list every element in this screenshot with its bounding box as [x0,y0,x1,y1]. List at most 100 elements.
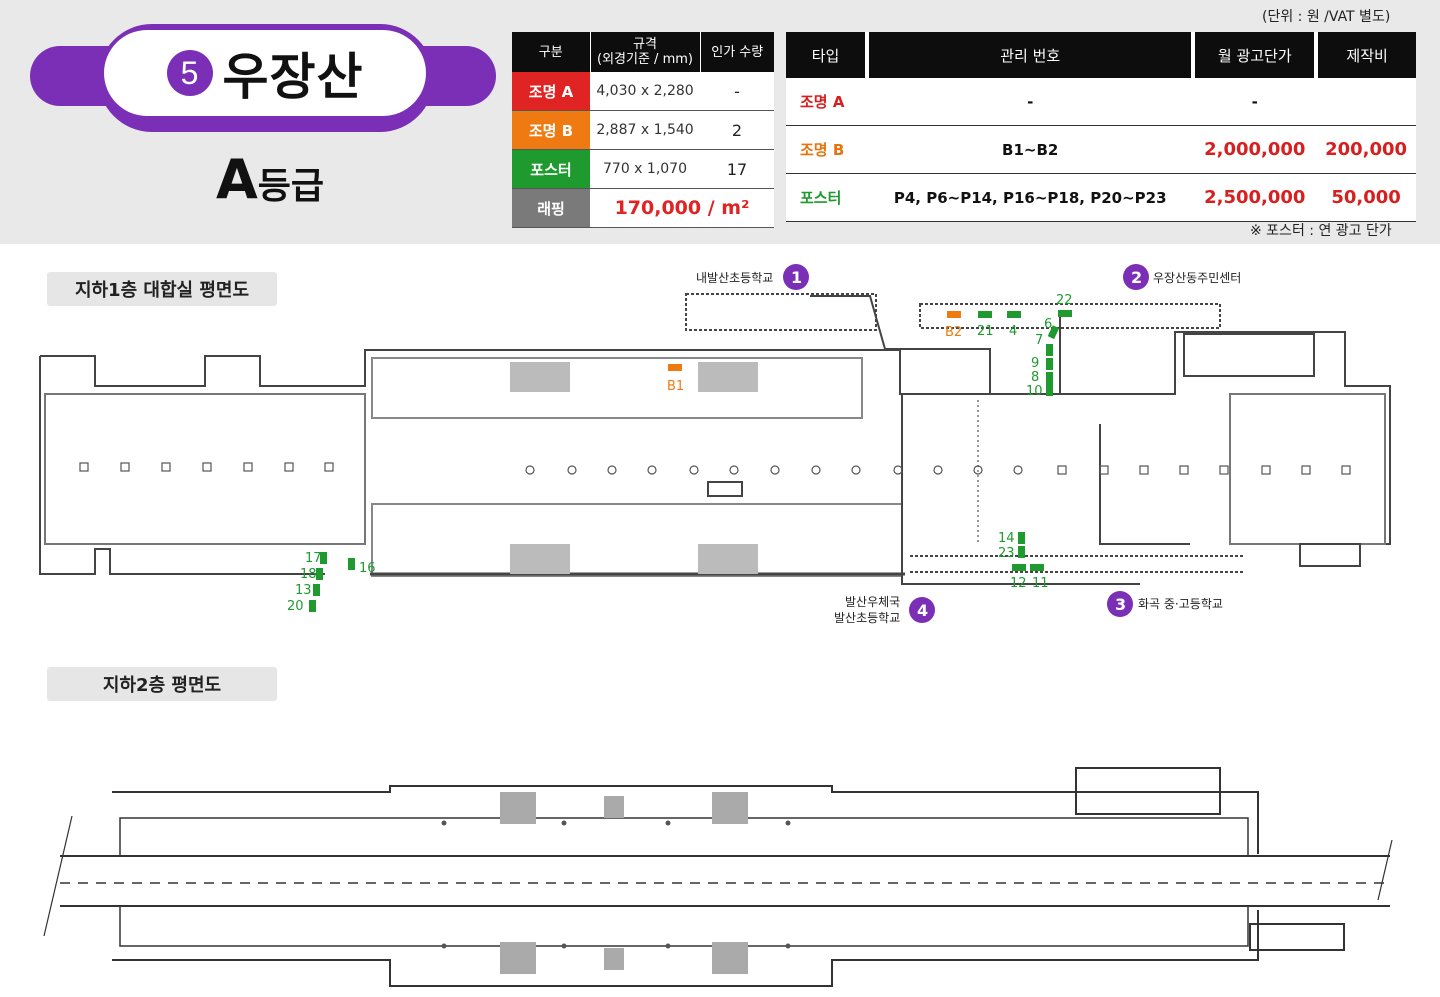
price-type: 조명 B [786,125,867,174]
green-marker [313,584,320,596]
spec-row-wrapping: 래핑 170,000 / m² [512,188,774,228]
wrapping-price: 170,000 / m² [590,188,774,228]
green-marker-label: 13 [295,583,312,598]
station-grade: A등급 [180,148,360,211]
green-marker [1030,564,1044,571]
green-marker [316,568,323,580]
spec-type-wrapping: 래핑 [512,188,590,228]
green-marker [348,558,355,570]
orange-marker-label: B1 [667,379,684,394]
green-marker-label: 8 [1031,370,1039,385]
exit-4-label: 발산우체국 [845,595,900,609]
green-marker-label: 17 [305,551,322,566]
exit-number-circle [909,597,935,623]
price-production: 200,000 [1316,125,1416,174]
green-marker-label: 11 [1032,576,1049,591]
green-marker [1046,344,1053,356]
spec-header-type: 구분 [512,32,591,72]
green-marker [1046,384,1053,396]
unit-note: (단위 : 원 /VAT 별도) [1262,9,1391,25]
price-header-monthly: 월 광고단가 [1193,32,1319,78]
exit-4: 발산우체국 발산초등학교 4 [834,595,935,625]
spec-header-size-sub: (외경기준 / mm) [597,52,693,67]
spec-size: 2,887 x 1,540 [590,110,700,150]
price-code: B1~B2 [867,125,1194,174]
spec-header-qty: 인가 수량 [700,32,774,72]
green-marker [320,552,327,564]
green-marker [1058,310,1072,317]
price-production: 50,000 [1316,173,1416,222]
orange-markers: B1 B2 [667,311,962,394]
floor1-plan: B1 B2 21 4 22 6 7 9 8 10 14 23 12 11 1 [39,264,1391,625]
exit-3-label: 화곡 중·고등학교 [1138,597,1223,611]
spec-row: 포스터 770 x 1,070 17 [512,149,774,189]
spec-size: 4,030 x 2,280 [590,72,700,111]
line-number-circle: 5 [166,50,213,96]
exit-2-label: 우장산동주민센터 [1153,271,1241,285]
price-monthly: - [1193,78,1317,126]
green-marker-label: 12 [1010,576,1027,591]
floor2-plan [43,767,1393,987]
station-name: 우장산 [222,48,364,106]
spec-qty: 2 [700,110,774,150]
green-marker [309,600,316,612]
price-header-code: 관리 번호 [867,32,1196,78]
price-production [1316,78,1416,126]
exit-number-circle [1107,591,1133,617]
green-marker-label: 6 [1044,317,1052,332]
spec-qty: - [700,72,774,111]
grade-suffix: 등급 [257,166,325,207]
price-type: 조명 A [786,78,867,126]
exit-1-label: 내발산초등학교 [696,271,773,285]
orange-marker [947,311,961,318]
exit-number-circle [1123,264,1149,290]
price-code: - [867,78,1194,126]
green-marker [1007,311,1021,318]
green-marker-label: 16 [359,561,376,576]
exit-3: 3 화곡 중·고등학교 [1107,591,1223,617]
poster-footnote: ※ 포스터 : 연 광고 단가 [1250,223,1392,239]
exit-number-circle [783,264,809,290]
green-marker-label: 7 [1035,333,1043,348]
price-row: 조명 A - - [786,78,1416,126]
orange-marker-label: B2 [945,325,962,340]
green-marker-label: 18 [300,567,317,582]
spec-table: 구분 규격(외경기준 / mm) 인가 수량 조명 A 4,030 x 2,28… [512,32,774,228]
spec-qty: 17 [700,149,774,189]
exit-4-number: 4 [917,601,928,620]
green-marker-label: 21 [977,324,994,339]
green-marker-label: 9 [1031,356,1039,371]
price-monthly: 2,500,000 [1193,173,1317,222]
green-marker-label: 20 [287,599,304,614]
green-marker [1046,358,1053,370]
green-marker-label: 10 [1026,384,1043,399]
station-badge-inner: 5 우장산 [104,30,426,116]
exit-2-number: 2 [1131,268,1142,287]
green-marker [978,311,992,318]
price-header-production: 제작비 [1316,32,1416,78]
green-marker-labels: 21 4 22 6 7 9 8 10 14 23 12 11 17 18 13 … [287,293,1073,614]
floor1-title: 지하1층 대합실 평면도 [47,272,277,306]
green-marker-label: 23 [998,546,1015,561]
floor2-title: 지하2층 평면도 [47,667,277,701]
price-monthly: 2,000,000 [1193,125,1317,174]
green-marker [1046,372,1053,384]
exit-1-number: 1 [791,268,802,287]
spec-row: 조명 A 4,030 x 2,280 - [512,72,774,111]
green-marker [1018,532,1025,544]
spec-type-light-a: 조명 A [512,72,590,111]
price-table: 타입 관리 번호 월 광고단가 제작비 조명 A - - 조명 B B1~B2 … [786,32,1416,222]
price-header-type: 타입 [786,32,869,78]
green-marker-label: 4 [1009,324,1017,339]
spec-type-poster: 포스터 [512,149,590,189]
spec-header-size: 규격(외경기준 / mm) [590,32,701,72]
price-row: 조명 B B1~B2 2,000,000 200,000 [786,125,1416,174]
exit-3-number: 3 [1115,595,1126,614]
green-marker [1018,546,1025,558]
exit-2: 2 우장산동주민센터 [1123,264,1241,290]
green-marker [1047,325,1060,340]
spec-size: 770 x 1,070 [590,149,700,189]
green-marker-label: 14 [998,531,1015,546]
spec-type-light-b: 조명 B [512,110,590,150]
grade-letter: A [215,148,258,211]
